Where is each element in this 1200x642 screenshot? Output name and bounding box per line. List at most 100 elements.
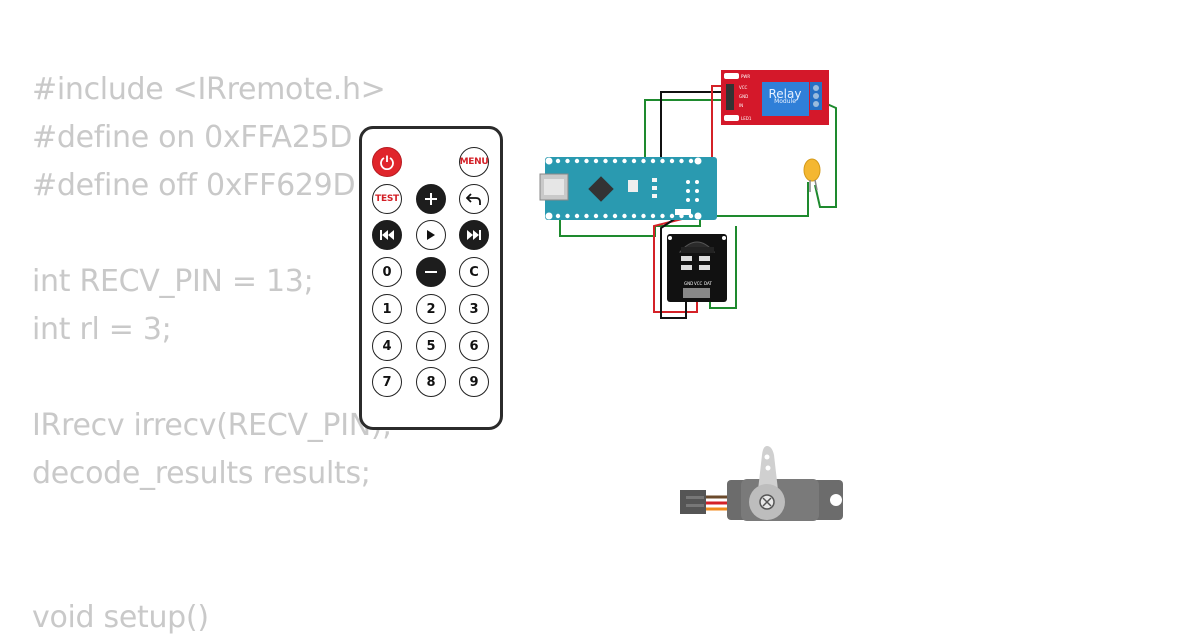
ir-remote[interactable]: MENU TEST 0 C 1 2 3 4 5 6 7 8 9: [359, 126, 503, 430]
nano-pin-bottom[interactable]: [565, 213, 570, 219]
wire-green-relay-in: [644, 99, 726, 160]
power-icon: [379, 154, 395, 170]
nano-pin-top[interactable]: [669, 158, 675, 164]
remote-button-plus[interactable]: [416, 184, 446, 214]
nano-pin-bottom[interactable]: [641, 213, 646, 219]
remote-button-2[interactable]: 2: [416, 294, 446, 324]
nano-pin-top[interactable]: [631, 158, 637, 164]
nano-pin-top[interactable]: [574, 158, 580, 164]
remote-button-power[interactable]: [372, 147, 402, 177]
nano-pin-top[interactable]: [593, 158, 599, 164]
remote-button-0[interactable]: 0: [372, 257, 402, 287]
remote-button-label: 8: [426, 374, 436, 390]
back-arrow-icon: [466, 192, 482, 206]
remote-button-8[interactable]: 8: [416, 367, 446, 397]
remote-button-9[interactable]: 9: [459, 367, 489, 397]
remote-button-label: 4: [382, 338, 392, 354]
code-line: #define on 0xFFA25D: [32, 120, 353, 155]
nano-pin-bottom[interactable]: [612, 213, 618, 219]
nano-pin-top[interactable]: [603, 158, 608, 164]
svg-text:GND: GND: [684, 281, 693, 286]
code-line: int rl = 3;: [32, 312, 172, 347]
remote-button-label: 3: [469, 301, 479, 317]
remote-button-menu[interactable]: MENU: [459, 147, 489, 177]
remote-button-label: TEST: [375, 194, 399, 204]
nano-pin-top[interactable]: [555, 158, 561, 164]
remote-button-6[interactable]: 6: [459, 331, 489, 361]
remote-button-label: 6: [469, 338, 479, 354]
nano-pin-top[interactable]: [612, 158, 618, 164]
relay-subtitle: Module: [774, 98, 796, 105]
relay-module[interactable]: PWR VCC GND IN LED1: [721, 70, 829, 125]
wire-green-ir: [709, 226, 737, 309]
remote-button-label: 5: [426, 338, 436, 354]
remote-button-7[interactable]: 7: [372, 367, 402, 397]
nano-pin-top[interactable]: [660, 158, 665, 164]
remote-button-test[interactable]: TEST: [372, 184, 402, 214]
code-line: #include <IRremote.h>: [32, 72, 386, 107]
nano-pin-top[interactable]: [688, 158, 694, 164]
nano-pin-top[interactable]: [622, 158, 627, 164]
nano-pin-bottom[interactable]: [622, 213, 627, 219]
nano-pin-bottom[interactable]: [650, 213, 656, 219]
code-listing: #include <IRremote.h> #define on 0xFFA25D…: [32, 66, 392, 642]
nano-pin-top[interactable]: [565, 158, 570, 164]
skip-forward-icon: [466, 229, 482, 241]
remote-button-prev[interactable]: [372, 220, 402, 250]
skip-back-icon: [379, 229, 395, 241]
relay-title: Relay: [768, 87, 802, 101]
plus-icon: [424, 192, 438, 206]
remote-button-1[interactable]: 1: [372, 294, 402, 324]
code-line: IRrecv irrecv(RECV_PIN);: [32, 408, 393, 443]
nano-pin-bottom[interactable]: [669, 213, 675, 219]
nano-pin-top[interactable]: [641, 158, 646, 164]
nano-pin-bottom[interactable]: [593, 213, 599, 219]
remote-button-label: 1: [382, 301, 392, 317]
svg-text:VCC: VCC: [739, 85, 748, 90]
code-line: decode_results results;: [32, 456, 371, 491]
svg-text:IN: IN: [739, 103, 743, 108]
nano-pin-bottom[interactable]: [660, 213, 665, 219]
remote-button-play[interactable]: [416, 220, 446, 250]
code-line: void setup(): [32, 600, 209, 635]
code-line: int RECV_PIN = 13;: [32, 264, 314, 299]
remote-button-next[interactable]: [459, 220, 489, 250]
svg-text:PWR: PWR: [741, 74, 750, 79]
remote-button-4[interactable]: 4: [372, 331, 402, 361]
remote-button-back[interactable]: [459, 184, 489, 214]
nano-pin-bottom[interactable]: [603, 213, 608, 219]
remote-button-3[interactable]: 3: [459, 294, 489, 324]
svg-text:LED1: LED1: [741, 116, 752, 121]
wire-black-relay-gnd: [660, 91, 726, 160]
nano-pin-bottom[interactable]: [584, 213, 589, 219]
nano-pin-bottom[interactable]: [631, 213, 637, 219]
nano-pin-bottom[interactable]: [555, 213, 561, 219]
wire-green-led: [559, 182, 809, 237]
wire-green-relay-com: [814, 99, 837, 208]
nano-pin-top[interactable]: [679, 158, 684, 164]
nano-pin-bottom[interactable]: [574, 213, 580, 219]
remote-button-label: 9: [469, 374, 479, 390]
remote-button-label: 7: [382, 374, 392, 390]
minus-icon: [424, 265, 438, 279]
remote-button-5[interactable]: 5: [416, 331, 446, 361]
code-line: #define off 0xFF629D: [32, 168, 356, 203]
svg-text:GND: GND: [739, 94, 748, 99]
remote-button-c[interactable]: C: [459, 257, 489, 287]
svg-text:VCC: VCC: [694, 281, 703, 286]
nano-pin-top[interactable]: [650, 158, 656, 164]
servo-motor[interactable]: [680, 446, 843, 521]
remote-button-minus[interactable]: [416, 257, 446, 287]
wire-black-ir: [660, 217, 687, 319]
play-icon: [426, 229, 436, 241]
remote-button-label: MENU: [459, 157, 489, 167]
nano-pin-top[interactable]: [584, 158, 589, 164]
arduino-nano[interactable]: [539, 157, 717, 220]
remote-button-label: C: [469, 264, 479, 280]
wire-red-ir: [653, 217, 698, 313]
led[interactable]: [803, 158, 821, 192]
remote-button-label: 2: [426, 301, 436, 317]
